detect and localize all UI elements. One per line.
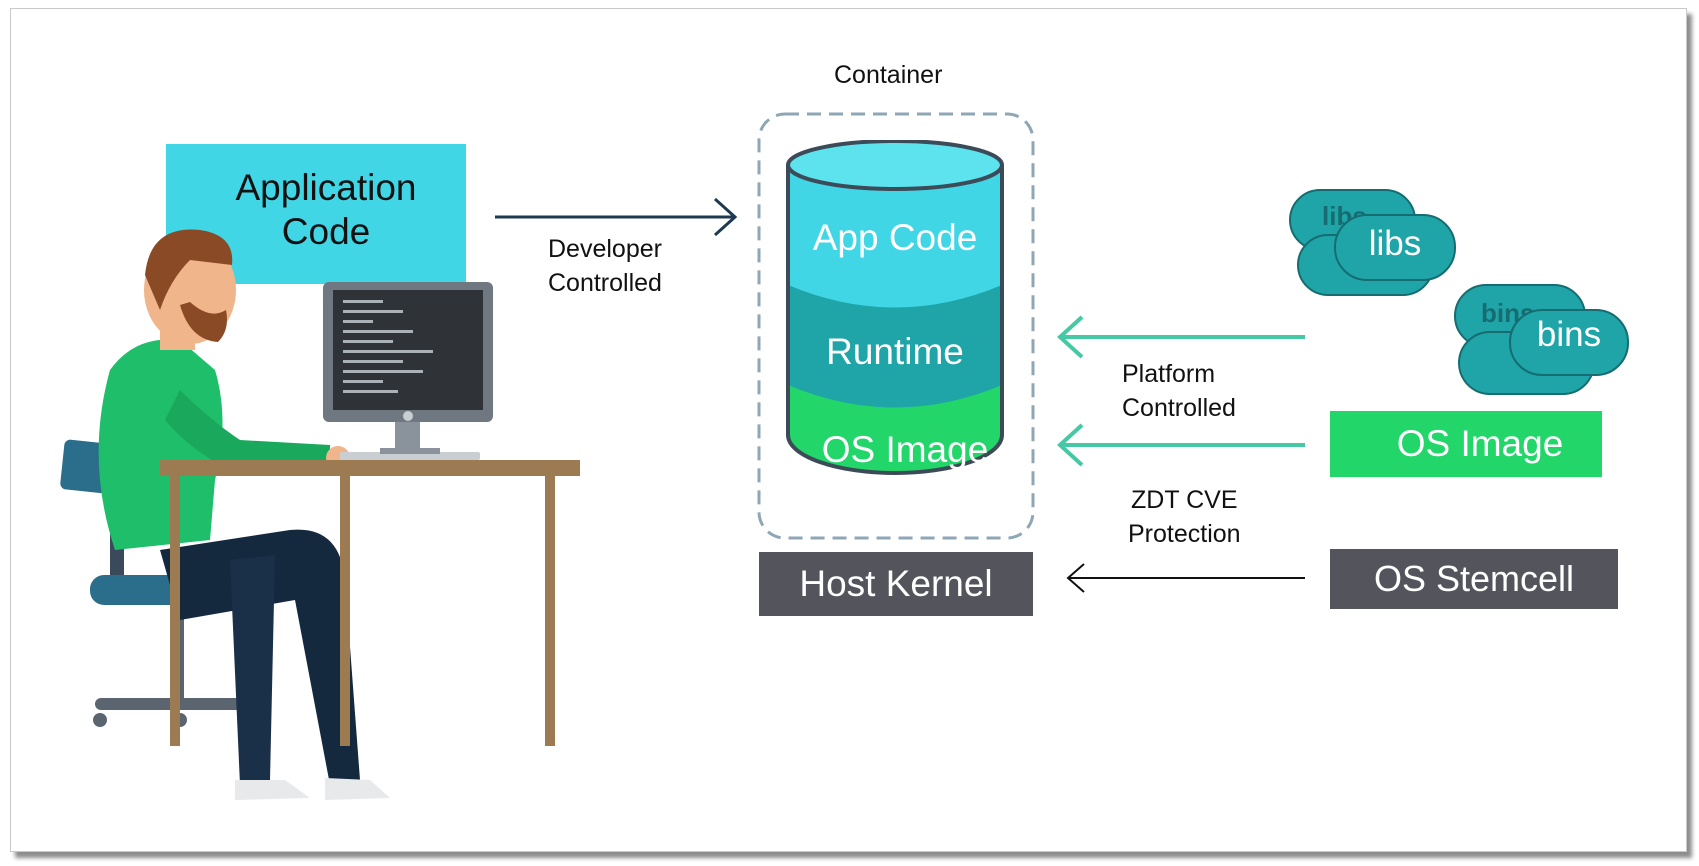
developer-arm [165,390,330,470]
desk-top [160,460,580,476]
developer-illustration [60,229,580,800]
platform-arrow-2 [1057,423,1305,467]
os-stemcell-label: OS Stemcell [1373,558,1575,599]
container-label: Container [834,61,943,89]
developer-controlled-label: Developer Controlled [548,235,662,297]
monitor-stand [395,422,420,450]
developer-hair [145,229,233,310]
os-image-box [1330,411,1602,477]
stemcell-arrow [1066,563,1305,593]
desk-leg-left [170,476,180,746]
layer-runtime: Runtime [826,331,964,372]
platform-arrow-1 [1057,315,1305,359]
platform-controlled-label: Platform Controlled [1122,360,1236,422]
bins-icon: bins [1454,284,1629,395]
developer-torso [98,339,223,550]
container-outline [757,112,1035,540]
developer-beard [180,302,227,342]
os-stemcell-box [1330,549,1618,609]
desk-leg-mid [340,476,350,746]
developer-arrow [495,197,738,237]
host-kernel-box [759,552,1033,616]
host-kernel-label: Host Kernel [799,563,993,604]
layer-app-code: App Code [812,217,978,258]
container-cylinder [786,140,1004,475]
developer-legs [160,529,360,785]
bins-label: bins [1536,315,1602,354]
libs-icon: libs [1289,189,1456,296]
desk-leg-right [545,476,555,746]
keyboard [340,452,480,460]
libs-label: libs [1368,224,1422,263]
os-image-label: OS Image [1396,423,1564,464]
layer-os-image: OS Image [821,429,989,470]
zdt-cve-label: ZDT CVE Protection [1128,486,1241,548]
application-code-label: Application Code [235,167,417,252]
developer-shoe [235,780,310,800]
